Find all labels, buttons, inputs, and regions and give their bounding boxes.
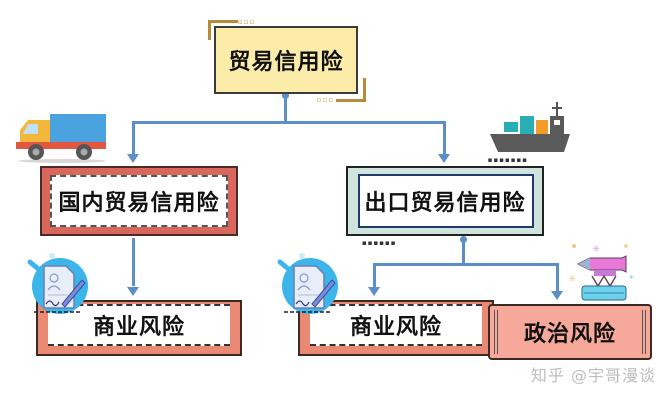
export-child-horizontal xyxy=(373,263,559,266)
dashed-inner-frame xyxy=(48,304,230,346)
node-political-risk: 政治风险 xyxy=(488,304,652,360)
svg-text:✦: ✦ xyxy=(628,273,635,282)
dashed-inner-frame xyxy=(50,175,228,227)
commercial-1-arrow-icon xyxy=(127,287,139,296)
dots-decoration: ▫▫▫ xyxy=(316,96,334,104)
commercial-risk-label: 商业风险 xyxy=(349,315,442,340)
commercial-risk-label: 商业风险 xyxy=(92,315,185,340)
domestic-child-connector xyxy=(132,238,135,286)
signed-document-icon xyxy=(277,253,338,314)
watermark: 知乎 @宇哥漫谈 xyxy=(530,366,656,385)
inner-frame xyxy=(358,174,534,228)
domestic-label: 国内贸易信用险 xyxy=(58,191,220,216)
truck-icon xyxy=(16,114,106,163)
export-child-vertical xyxy=(462,240,465,264)
studs-decoration: ▪▪▪▪▪▪ xyxy=(362,239,397,247)
export-connector-vertical xyxy=(443,121,446,156)
edge-decoration xyxy=(642,310,646,354)
node-domestic-trade-credit-insurance: 国内贸易信用险 xyxy=(40,166,238,236)
signed-document-icon xyxy=(27,253,88,314)
studs-decoration: ▪▪▪▪▪▪▪ xyxy=(487,156,528,164)
export-label: 出口贸易信用险 xyxy=(364,191,526,216)
cargo-ship-icon xyxy=(490,102,570,152)
node-commercial-risk-domestic: 商业风险 xyxy=(36,300,242,356)
export-connector-dot xyxy=(460,236,467,243)
domestic-connector-vertical xyxy=(132,121,135,156)
root-connector-vertical xyxy=(284,95,287,122)
node-commercial-risk-export: 商业风险 xyxy=(298,300,494,356)
svg-text:✳: ✳ xyxy=(592,244,600,255)
missile-launcher-icon: ✳ ✳ ✦ xyxy=(568,244,635,301)
node-export-trade-credit-insurance: ▪▪▪▪▪▪▪ ▪▪▪▪▪▪ 出口贸易信用险 xyxy=(346,156,544,247)
edge-decoration xyxy=(494,310,498,354)
political-risk-label: 政治风险 xyxy=(523,322,616,347)
commercial-2-arrow-icon xyxy=(368,287,380,296)
political-arrow-icon xyxy=(551,291,563,300)
corner-decoration xyxy=(208,20,238,40)
root-label: 贸易信用险 xyxy=(228,50,344,75)
root-node-trade-credit-insurance: ▫▫▫ ▫▫▫ 贸易信用险 xyxy=(208,18,366,104)
political-connector xyxy=(556,263,559,291)
dots-decoration: ▫▫▫ xyxy=(238,18,256,26)
export-arrow-icon xyxy=(438,154,450,163)
svg-text:✳: ✳ xyxy=(568,274,576,285)
dashed-inner-frame xyxy=(310,304,482,346)
corner-decoration xyxy=(336,78,366,102)
level1-connector-horizontal xyxy=(132,121,446,124)
domestic-arrow-icon xyxy=(127,154,139,163)
commercial-2-connector xyxy=(373,263,376,287)
